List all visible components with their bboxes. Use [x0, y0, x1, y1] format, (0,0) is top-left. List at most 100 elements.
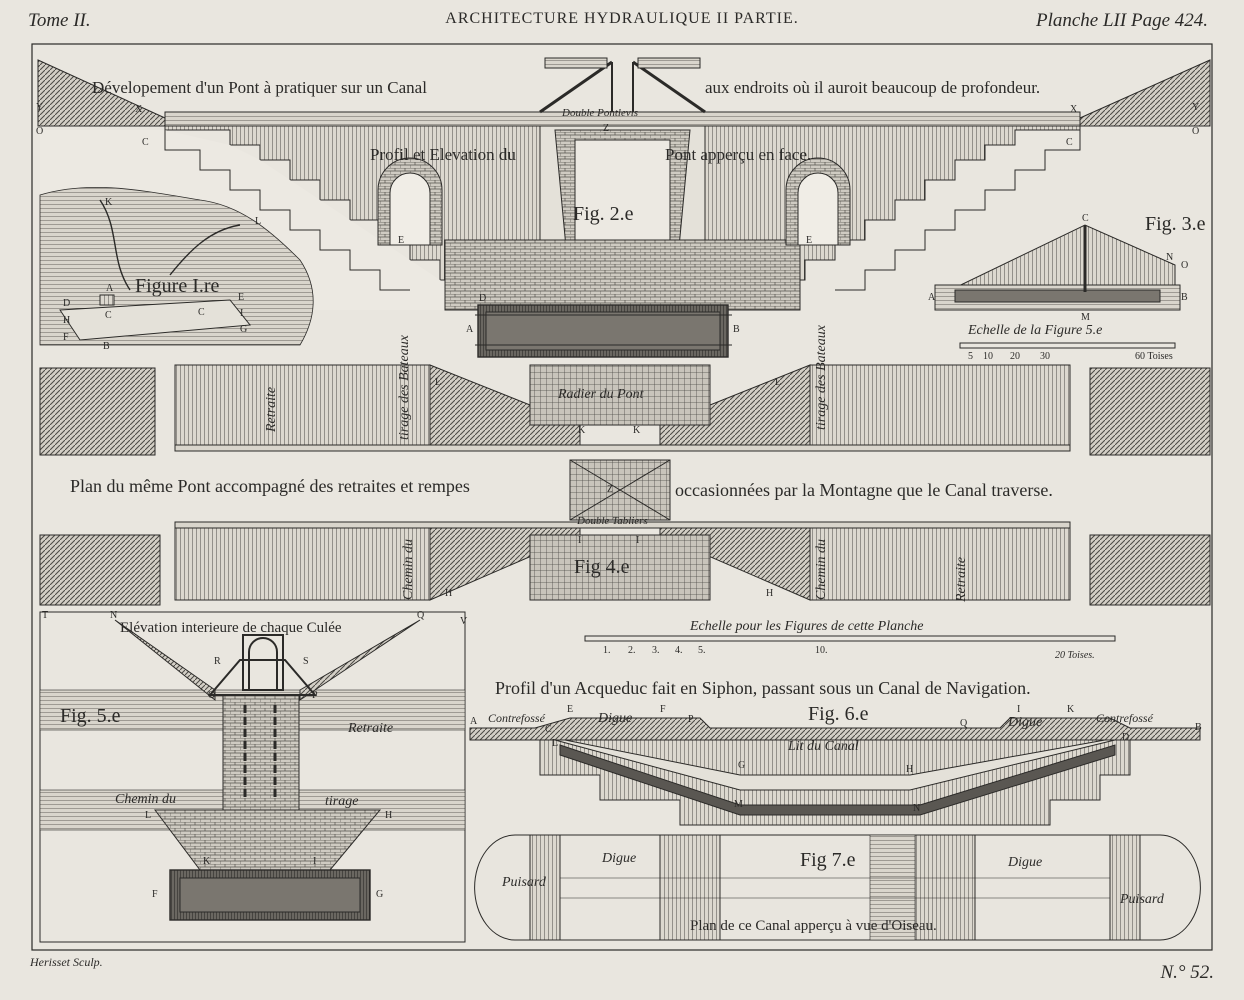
main-scale: Echelle pour les Figures de cette Planch… [584, 619, 1116, 661]
fig2-title-left: Dévelopement d'un Pont à pratiquer sur u… [92, 78, 427, 97]
fig3-letter-m: M [1081, 312, 1090, 323]
fig4-plan-left: Plan du même Pont accompagné des retrait… [70, 476, 470, 496]
fig4-letter-k-left: K [578, 425, 586, 436]
fig5-letter-o: O [208, 690, 215, 701]
fig6-letter-d: D [1122, 732, 1129, 743]
fig4-tirage-right: tirage des Bateaux [814, 324, 829, 430]
fig2-label: Fig. 2.e [573, 203, 634, 225]
fig5-label: Fig. 5.e [60, 705, 121, 727]
fig7-plan-caption: Plan de ce Canal apperçu à vue d'Oiseau. [690, 918, 937, 934]
fig6-label: Fig. 6.e [808, 703, 869, 725]
fig3-letter-c: C [1082, 213, 1089, 224]
fig4-retraite-bottom: Retraite [954, 557, 969, 603]
fig5-letter-n: N [110, 610, 117, 621]
fig7-digue-left: Digue [601, 851, 636, 866]
fig6-letter-m: M [734, 799, 743, 810]
fig4-tirage-left: tirage des Bateaux [397, 334, 412, 440]
fig3-scale-10: 10 [983, 351, 993, 362]
fig2-letter-d: D [479, 293, 486, 304]
fig2-letter-y-left: Y [36, 102, 43, 113]
main-scale-2: 2. [628, 645, 636, 656]
fig4-letter-i-right: I [636, 535, 639, 546]
fig2-profile: Dévelopement d'un Pont à pratiquer sur u… [36, 57, 1211, 358]
fig5-letter-g: G [376, 889, 383, 900]
fig2-profil-right: Pont apperçu en face. [665, 145, 811, 164]
fig5-letter-f: F [152, 889, 158, 900]
plate-border [31, 43, 1213, 951]
main-scale-3: 3. [652, 645, 660, 656]
fig1-letter-c-right: C [198, 307, 205, 318]
fig5-elevation: Elévation interieure de chaque Culée Fig… [39, 610, 468, 943]
fig1-landscape: Figure I.re K L A D H F C C E I G B [39, 186, 314, 352]
fig4-chemin-right: Chemin du [814, 539, 829, 600]
fig1-letter-c-left: C [105, 310, 112, 321]
fig4-letter-h-right: H [766, 588, 773, 599]
fig5-letter-h: H [385, 810, 392, 821]
fig5-tirage: tirage [325, 794, 358, 809]
fig6-contrefosse-right: Contrefossé [1096, 711, 1154, 725]
fig5-retraite: Retraite [347, 721, 393, 736]
fig5-letter-t: T [42, 610, 48, 621]
fig6-letter-k: K [1067, 704, 1075, 715]
fig7-puisard-right: Puisard [1119, 892, 1165, 907]
fig6-letter-n: N [913, 803, 920, 814]
fig5-title: Elévation interieure de chaque Culée [120, 620, 342, 636]
fig2-letter-a: A [466, 324, 474, 335]
fig6-letter-i: I [1017, 704, 1020, 715]
fig2-letter-y-right: Y [1192, 102, 1199, 113]
fig5-letter-q: Q [417, 610, 425, 621]
fig2-letter-o-right: O [1192, 126, 1199, 137]
fig4-letter-z: Z [607, 484, 613, 495]
fig2-letter-e-left: E [398, 235, 404, 246]
fig6-title: Profil d'un Acqueduc fait en Siphon, pas… [495, 678, 1031, 698]
fig4-letter-h-left: H [445, 588, 452, 599]
fig6-letter-a: A [470, 716, 478, 727]
fig6-digue-right: Digue [1007, 715, 1042, 730]
fig5-chemin: Chemin du [115, 792, 176, 807]
fig2-letter-x-left: X [135, 104, 143, 115]
fig6-lit: Lit du Canal [787, 739, 859, 754]
fig6-letter-c: C [545, 724, 552, 735]
fig1-letter-b: B [103, 341, 110, 352]
fig3-scale-20: 20 [1010, 351, 1020, 362]
fig3-echelle: Echelle de la Figure 5.e [967, 323, 1102, 338]
main-scale-1: 1. [603, 645, 611, 656]
fig2-double-pontlevis: Double Pontlevis [561, 107, 638, 119]
fig3-section: Fig. 3.e Echelle de la Figure 5.e 5 10 2… [928, 213, 1206, 362]
fig2-letter-b: B [733, 324, 740, 335]
fig7-label: Fig 7.e [800, 849, 856, 871]
plate-number: N.° 52. [1160, 962, 1214, 983]
fig1-letter-h: H [63, 315, 70, 326]
fig6-aqueduct: Profil d'un Acqueduc fait en Siphon, pas… [469, 678, 1202, 826]
fig3-letter-b: B [1181, 292, 1188, 303]
fig6-contrefosse-left: Contrefossé [488, 711, 546, 725]
fig7-plan: Fig 7.e Digue Digue Puisard Puisard Plan… [474, 834, 1201, 941]
tome-label: Tome II. [28, 10, 91, 31]
fig4-plan: Radier du Pont Plan du même Pont accompa… [39, 324, 1211, 606]
fig6-letter-g: G [738, 760, 745, 771]
main-scale-20: 20 Toises. [1055, 650, 1095, 661]
fig2-letter-c-right: C [1066, 137, 1073, 148]
fig3-scale-60: 60 Toises [1135, 351, 1173, 362]
fig1-letter-d: D [63, 298, 70, 309]
main-scale-10: 10. [815, 645, 828, 656]
fig5-letter-v: V [460, 616, 468, 627]
fig7-digue-right: Digue [1007, 855, 1042, 870]
engraver-credit: Herisset Sculp. [30, 955, 103, 969]
fig3-letter-a: A [928, 292, 936, 303]
fig5-letter-r: R [214, 656, 221, 667]
plate-title: ARCHITECTURE HYDRAULIQUE II PARTIE. [445, 10, 799, 27]
fig4-chemin-left: Chemin du [401, 539, 416, 600]
fig6-letter-p: P [688, 714, 694, 725]
main-scale-4: 4. [675, 645, 683, 656]
fig3-letter-o: O [1181, 260, 1188, 271]
fig5-letter-i: I [313, 856, 316, 867]
fig5-letter-s: S [303, 656, 309, 667]
fig2-title-right: aux endroits où il auroit beaucoup de pr… [705, 78, 1040, 97]
fig1-letter-f: F [63, 332, 69, 343]
fig4-plan-right: occasionnées par la Montagne que le Cana… [675, 480, 1053, 500]
fig4-label: Fig 4.e [574, 556, 630, 578]
fig2-letter-o-left: O [36, 126, 43, 137]
fig4-radier: Radier du Pont [557, 387, 645, 402]
